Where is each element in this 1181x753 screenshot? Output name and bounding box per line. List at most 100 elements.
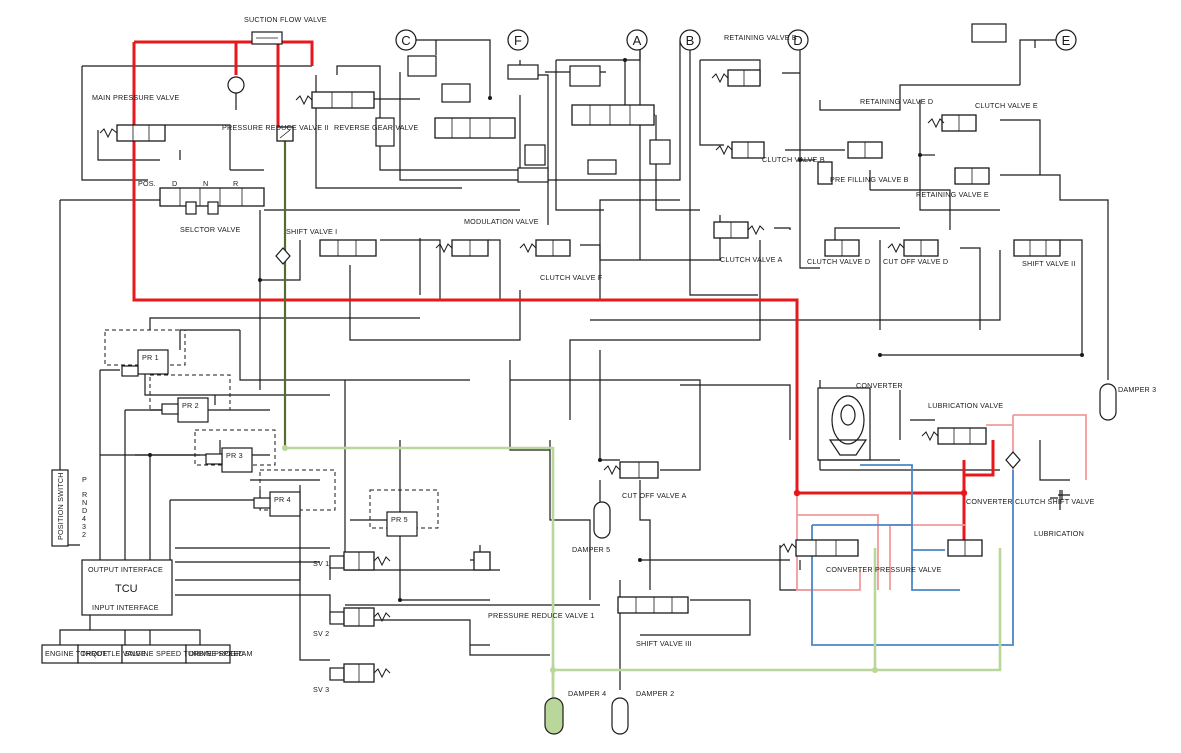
connector-d: D [787,29,809,51]
pressure-reduce-valve-ii [276,126,294,142]
label-shift-valve-i: SHIFT VALVE I [286,227,337,236]
clutch-valve-f [519,239,571,257]
pressure-regulator-2 [149,374,231,423]
label-clutch-valve-b: CLUTCH VALVE B [762,155,825,164]
label-cut-off-valve-a: CUT OFF VALVE A [622,491,687,500]
label-tcu-input: INPUT INTERFACE [92,603,159,612]
label-shift-valve-iii: SHIFT VALVE III [636,639,692,648]
pressure-regulator-4 [253,469,336,517]
label-pos-r2: R [82,490,87,499]
junction-dots [148,58,1084,673]
main-pressure-valve [99,124,166,142]
suction-flow-valve [227,31,283,110]
lubrication-outlet-icon [1050,490,1070,500]
input-boxes [41,644,231,664]
connector-f: F [507,29,529,51]
damper-3 [1099,383,1117,421]
label-shift-valve-ii: SHIFT VALVE II [1022,259,1076,268]
label-pos-3: 3 [82,522,86,531]
cut-off-valve-d [887,239,939,257]
reverse-gear-valve [295,91,375,109]
label-selector-valve: SELCTOR VALVE [180,225,241,234]
clutch-valve-d [824,239,860,257]
pressure-regulator-5 [369,489,439,537]
label-retaining-valve-d: RETAINING VALVE D [860,97,933,106]
spool-valve-e [971,23,1007,43]
svg-text:D: D [793,33,802,48]
label-clutch-valve-d: CLUTCH VALVE D [807,257,870,266]
label-damper-5: DAMPER 5 [572,545,610,554]
label-tcu-output: OUTPUT INTERFACE [88,565,163,574]
retaining-valve-e [954,167,990,185]
lubrication-valve [921,427,987,445]
selector-valve [159,187,265,215]
label-drive-program: DRIVE PROGRAM [189,649,253,658]
label-converter-pressure-valve: CONVERTER PRESSURE VALVE [826,565,941,574]
label-throttle-valve: THROTTLE VALVE [81,649,146,658]
label-pos-n: N [203,179,208,188]
label-clutch-valve-f: CLUTCH VALVE F [540,273,603,282]
label-pr5: PR 5 [391,515,408,524]
label-lubrication: LUBRICATION [1034,529,1084,538]
label-main-pressure-valve: MAIN PRESSURE VALVE [92,93,179,102]
cut-off-valve-a [603,461,659,479]
tcu-box [81,559,173,616]
connector-c: C [395,29,417,51]
pressure-regulator-3 [194,429,276,473]
label-retaining-valve-e: RETAINING VALVE E [916,190,989,199]
pressure-regulator-1 [104,329,186,377]
label-damper-3: DAMPER 3 [1118,385,1156,394]
label-pos-d2: D [82,506,87,515]
label-engine-torque: ENGINE TORQUE [45,649,108,658]
label-damper-4: DAMPER 4 [568,689,606,698]
spool-valve-a [569,65,671,175]
pilot-pressure-line [285,446,1002,700]
label-converter: CONVERTER [856,381,903,390]
clutch-valve-b [715,141,765,159]
svg-text:F: F [514,33,522,48]
label-engine-turbine-speed: ENGINE SPEED TURBINE SPEED [125,649,244,658]
label-position-switch: POSITION SWITCH [56,472,65,540]
label-sv1: SV 1 [313,559,329,568]
converter-pressure-valve [779,539,859,557]
label-sv3: SV 3 [313,685,329,694]
label-pos: POS. [138,179,156,188]
svg-text:A: A [633,33,642,48]
pressure-reduce-valve-1 [473,551,491,571]
main-pressure-line [132,40,995,540]
labels: SUCTION FLOW VALVE MAIN PRESSURE VALVE P… [45,15,1156,698]
converter-clutch-shift-valve [947,539,983,557]
label-converter-clutch-shift-valve: CONVERTER CLUTCH SHIFT VALVE [966,497,1094,506]
label-pr1: PR 1 [142,353,159,362]
modulation-valve [435,239,489,257]
label-pos-4: 4 [82,514,86,523]
svg-text:C: C [401,33,410,48]
label-pos-n2: N [82,498,87,507]
lube-line [811,464,1014,646]
damper-2 [611,697,629,735]
solenoid-valve-2 [329,607,391,627]
label-pos-d: D [172,179,177,188]
solenoid-valve-3 [329,663,391,683]
svg-text:E: E [1062,33,1071,48]
connector-e: E [1055,29,1077,51]
shift-valve-iii [617,596,689,614]
label-retaining-valve-b: RETAINING VALVE B [724,33,797,42]
label-cut-off-valve-d: CUT OFF VALVE D [883,257,948,266]
converter [817,387,900,461]
label-suction-flow-valve: SUCTION FLOW VALVE [244,15,327,24]
label-clutch-valve-a: CLUTCH VALVE A [720,255,782,264]
label-pos-p: P [82,475,87,484]
damper-5 [593,501,611,539]
clutch-valve-e [927,114,977,132]
spool-valve-c [375,55,549,183]
shift-valve-ii [1013,239,1061,257]
retaining-valve-b [711,69,761,87]
connector-b: B [679,29,701,51]
label-pressure-reduce-valve-1: PRESSURE REDUCE VALVE 1 [488,611,595,620]
label-pre-filling-valve-b: PRE FILLING VALVE B [830,175,909,184]
connector-a: A [626,29,648,51]
shift-valve-i [319,239,377,257]
solenoid-valve-1 [329,551,391,571]
label-modulation-valve: MODULATION VALVE [464,217,539,226]
